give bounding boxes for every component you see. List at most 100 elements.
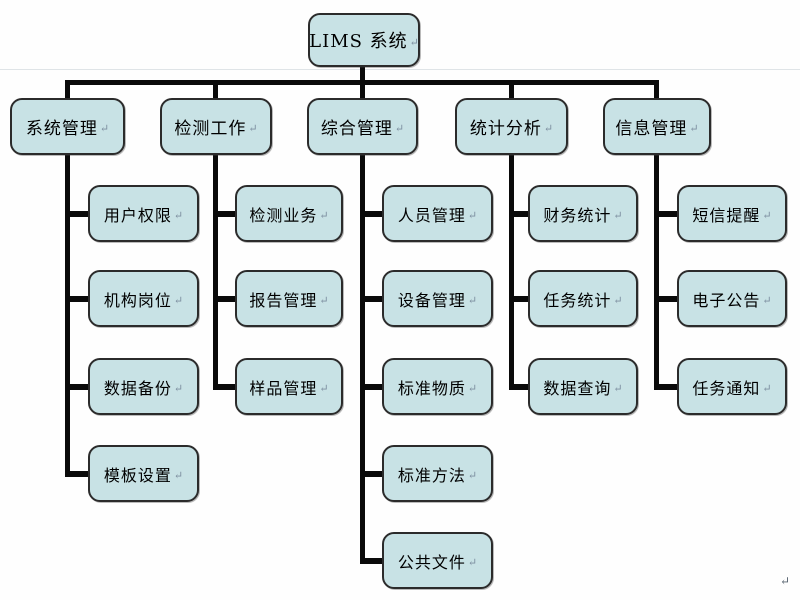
node-label: 检测工作	[174, 119, 247, 139]
node-testing-business: 检测业务↵	[235, 185, 343, 242]
paragraph-mark-icon: ↵	[173, 469, 184, 482]
connector-stub-1-1	[65, 211, 90, 217]
paragraph-mark-icon: ↵	[173, 209, 184, 222]
node-task-statistics: 任务统计↵	[528, 270, 638, 327]
connector-trunk-4	[509, 155, 514, 390]
node-org-positions: 机构岗位↵	[88, 270, 199, 327]
connector-stub-4-2	[509, 296, 530, 302]
connector-stub-4-1	[509, 211, 530, 217]
node-label: 模板设置	[103, 465, 172, 485]
node-label: 任务统计	[543, 290, 612, 310]
paragraph-mark-icon: ↵	[613, 294, 623, 307]
node-equipment-management: 设备管理↵	[382, 270, 493, 327]
node-label: 样品管理	[249, 378, 318, 398]
node-label: 任务通知	[692, 378, 761, 398]
paragraph-mark-icon: ↵	[409, 35, 419, 49]
connector-stub-3-4	[360, 471, 384, 477]
node-label: 报告管理	[249, 290, 318, 310]
connector-root-drop	[360, 65, 365, 82]
paragraph-mark-icon: ↵	[689, 122, 699, 135]
paragraph-mark-icon: ↵	[467, 469, 478, 482]
node-data-query: 数据查询↵	[528, 358, 638, 415]
node-user-permissions: 用户权限↵	[88, 185, 199, 242]
paragraph-mark-icon: ↵	[467, 294, 478, 307]
node-label: 数据查询	[543, 378, 612, 398]
connector-stub-3-2	[360, 296, 384, 302]
paragraph-mark-icon: ↵	[319, 209, 329, 222]
node-standard-methods: 标准方法↵	[382, 445, 493, 502]
node-reference-materials: 标准物质↵	[382, 358, 493, 415]
paragraph-mark-icon: ↵	[762, 294, 772, 307]
connector-trunk-5	[654, 155, 659, 390]
connector-stub-2-2	[213, 296, 237, 302]
node-data-backup: 数据备份↵	[88, 358, 199, 415]
node-label: 公共文件	[397, 552, 466, 572]
connector-trunk-3	[360, 155, 365, 564]
connector-stub-4-3	[509, 384, 530, 390]
node-label: 短信提醒	[692, 205, 761, 225]
node-report-management: 报告管理↵	[235, 270, 343, 327]
connector-stub-1-3	[65, 384, 90, 390]
connector-stub-1-2	[65, 296, 90, 302]
paragraph-mark-icon: ↵	[467, 209, 478, 222]
node-label: 标准方法	[397, 465, 466, 485]
paragraph-mark-icon: ↵	[543, 122, 554, 135]
node-label: 机构岗位	[103, 290, 172, 310]
paragraph-mark-icon: ↵	[173, 294, 184, 307]
connector-stub-5-1	[654, 211, 679, 217]
connector-branch-drop-4	[509, 83, 514, 98]
connector-branch-drop-1	[65, 83, 70, 98]
paragraph-mark-icon: ↵	[613, 209, 623, 222]
paragraph-mark-icon: ↵	[394, 122, 405, 135]
node-label: 检测业务	[249, 205, 318, 225]
node-template-settings: 模板设置↵	[88, 445, 199, 502]
node-task-notification: 任务通知↵	[677, 358, 787, 415]
node-electronic-bulletin: 电子公告↵	[677, 270, 787, 327]
node-label: 用户权限	[103, 205, 172, 225]
connector-stub-3-1	[360, 211, 384, 217]
node-statistical-analysis: 统计分析↵	[455, 98, 568, 155]
paragraph-mark-icon: ↵	[319, 382, 329, 395]
connector-trunk-1	[65, 155, 70, 477]
paragraph-mark-icon: ↵	[319, 294, 329, 307]
faint-horizontal-rule	[0, 69, 800, 70]
connector-stub-2-3	[213, 384, 237, 390]
node-testing-work: 检测工作↵	[160, 98, 272, 155]
node-information-management: 信息管理↵	[603, 98, 711, 155]
node-public-documents: 公共文件↵	[382, 532, 493, 589]
paragraph-mark-icon: ↵	[173, 382, 184, 395]
node-system-management: 系统管理↵	[10, 98, 125, 155]
stray-paragraph-mark-icon: ↵	[780, 574, 791, 588]
paragraph-mark-icon: ↵	[467, 382, 478, 395]
paragraph-mark-icon: ↵	[467, 556, 478, 569]
node-label: 人员管理	[397, 205, 466, 225]
paragraph-mark-icon: ↵	[762, 209, 772, 222]
connector-branch-drop-3	[360, 83, 365, 98]
node-label: 信息管理	[615, 119, 688, 139]
node-label: 标准物质	[397, 378, 466, 398]
paragraph-mark-icon: ↵	[613, 382, 623, 395]
connector-branch-drop-5	[654, 83, 659, 98]
node-label: 财务统计	[543, 205, 612, 225]
paragraph-mark-icon: ↵	[248, 122, 258, 135]
connector-branch-drop-2	[213, 83, 218, 98]
node-label: 设备管理	[397, 290, 466, 310]
connector-stub-1-4	[65, 471, 90, 477]
node-financial-statistics: 财务统计↵	[528, 185, 638, 242]
node-label: LIMS 系统	[309, 31, 408, 52]
connector-top-bar	[65, 80, 659, 85]
connector-stub-3-3	[360, 384, 384, 390]
connector-stub-5-2	[654, 296, 679, 302]
paragraph-mark-icon: ↵	[99, 122, 110, 135]
connector-stub-3-5	[360, 558, 384, 564]
node-lims-system: LIMS 系统↵	[308, 13, 420, 67]
node-label: 数据备份	[103, 378, 172, 398]
paragraph-mark-icon: ↵	[762, 382, 772, 395]
node-label: 电子公告	[692, 290, 761, 310]
node-label: 统计分析	[469, 119, 542, 139]
node-sms-reminder: 短信提醒↵	[677, 185, 787, 242]
node-label: 系统管理	[25, 119, 98, 139]
connector-stub-5-3	[654, 384, 679, 390]
connector-stub-2-1	[213, 211, 237, 217]
